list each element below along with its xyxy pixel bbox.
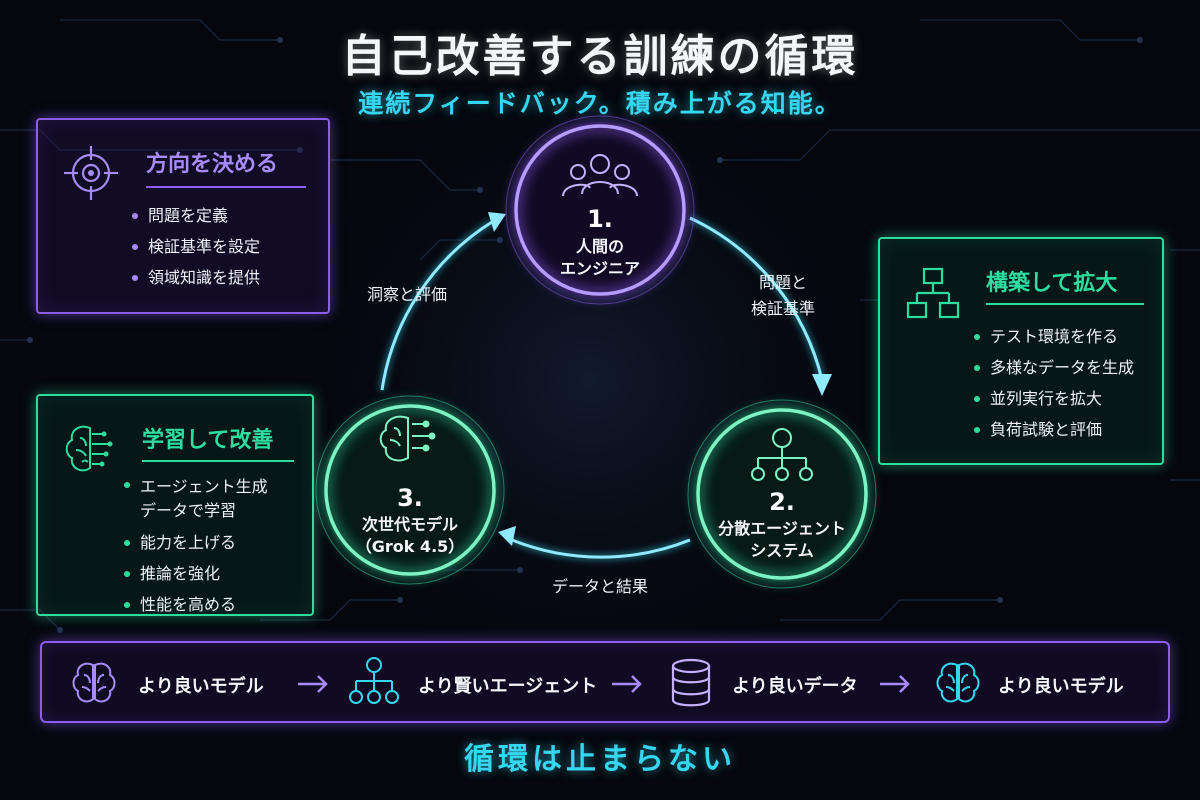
arrow-label-to-agents: 問題と検証基準 [750,273,815,318]
footer-tagline: 循環は止まらない [464,742,736,777]
learn-panel: 学習して改善 エージェント生成データで学習 能力を上げる 推論を強化 性能を高め… [36,394,314,616]
flow-step-2: より賢いエージェント [418,676,598,697]
arc-agents-to-model [510,536,692,562]
flow-step-3: より良いデータ [732,676,858,697]
engineer-ring [505,115,695,305]
engineer-step-number: 1. [587,205,613,233]
agents-ring [687,399,877,589]
flow-step-4: より良いモデル [998,676,1124,697]
arrow-right-icon [612,675,642,693]
arrow-head-to-engineer [488,212,506,232]
list-item: 性能を高める [122,589,268,620]
build-rule [986,303,1144,305]
database-icon [671,658,711,707]
brain-icon [936,662,980,703]
learn-rule [142,460,294,462]
arrow-right-icon [298,675,328,693]
arrow-label-to-engineer: 洞察と評価 [366,285,447,304]
brain-circuit-icon [379,415,436,462]
page-title: 自己改善する訓練の循環 [341,31,859,82]
page-subtitle: 連続フィードバック。積み上がる知能。 [358,89,842,118]
list-item: 問題を定義 [130,200,260,231]
model-step-number: 3. [397,484,423,512]
arc-engineer-to-agents [688,214,826,381]
network-tree-icon [751,428,813,481]
flow-step-1: より良いモデル [138,676,264,697]
target-icon [64,146,118,200]
learn-list: エージェント生成データで学習 能力を上げる 推論を強化 性能を高める [122,472,268,620]
agents-step-number: 2. [769,488,795,516]
people-group-icon [562,154,638,197]
model-ring [315,395,505,585]
arrow-head-to-model [498,526,516,546]
arrow-label-to-model: データと結果 [551,577,648,596]
direction-rule [146,186,306,188]
network-tree-icon [349,657,399,704]
list-item: 負荷試験と評価 [972,414,1134,445]
build-heading: 構築して拡大 [986,271,1118,296]
direction-list: 問題を定義 検証基準を設定 領域知識を提供 [130,200,260,293]
model-label: 次世代モデル（Grok 4.5） [355,515,465,556]
agents-label: 分散エージェントシステム [718,519,846,560]
list-item: エージェント生成データで学習 [122,472,268,527]
arrow-right-icon [880,675,910,693]
hierarchy-icon [906,267,960,319]
learn-heading: 学習して改善 [142,428,274,453]
brain-icon [72,662,116,703]
list-item: 領域知識を提供 [130,262,260,293]
brain-icon [65,425,113,472]
list-item: 能力を上げる [122,527,268,558]
list-item: 並列実行を拡大 [972,383,1134,414]
direction-panel: 方向を決める 問題を定義 検証基準を設定 領域知識を提供 [36,118,330,314]
build-list: テスト環境を作る 多様なデータを生成 並列実行を拡大 負荷試験と評価 [972,321,1134,445]
arc-model-to-engineer [378,218,495,391]
engineer-label: 人間のエンジニア [559,237,640,278]
build-panel: 構築して拡大 テスト環境を作る 多様なデータを生成 並列実行を拡大 負荷試験と評… [878,237,1164,465]
list-item: 検証基準を設定 [130,231,260,262]
list-item: 多様なデータを生成 [972,352,1134,383]
list-item: 推論を強化 [122,558,268,589]
list-item: テスト環境を作る [972,321,1134,352]
direction-heading: 方向を決める [146,152,279,177]
arrow-head-to-agents [812,374,832,396]
improvement-flow-bar: より良いモデル より賢いエージェント より良いデータ より良いモデル [40,641,1170,723]
